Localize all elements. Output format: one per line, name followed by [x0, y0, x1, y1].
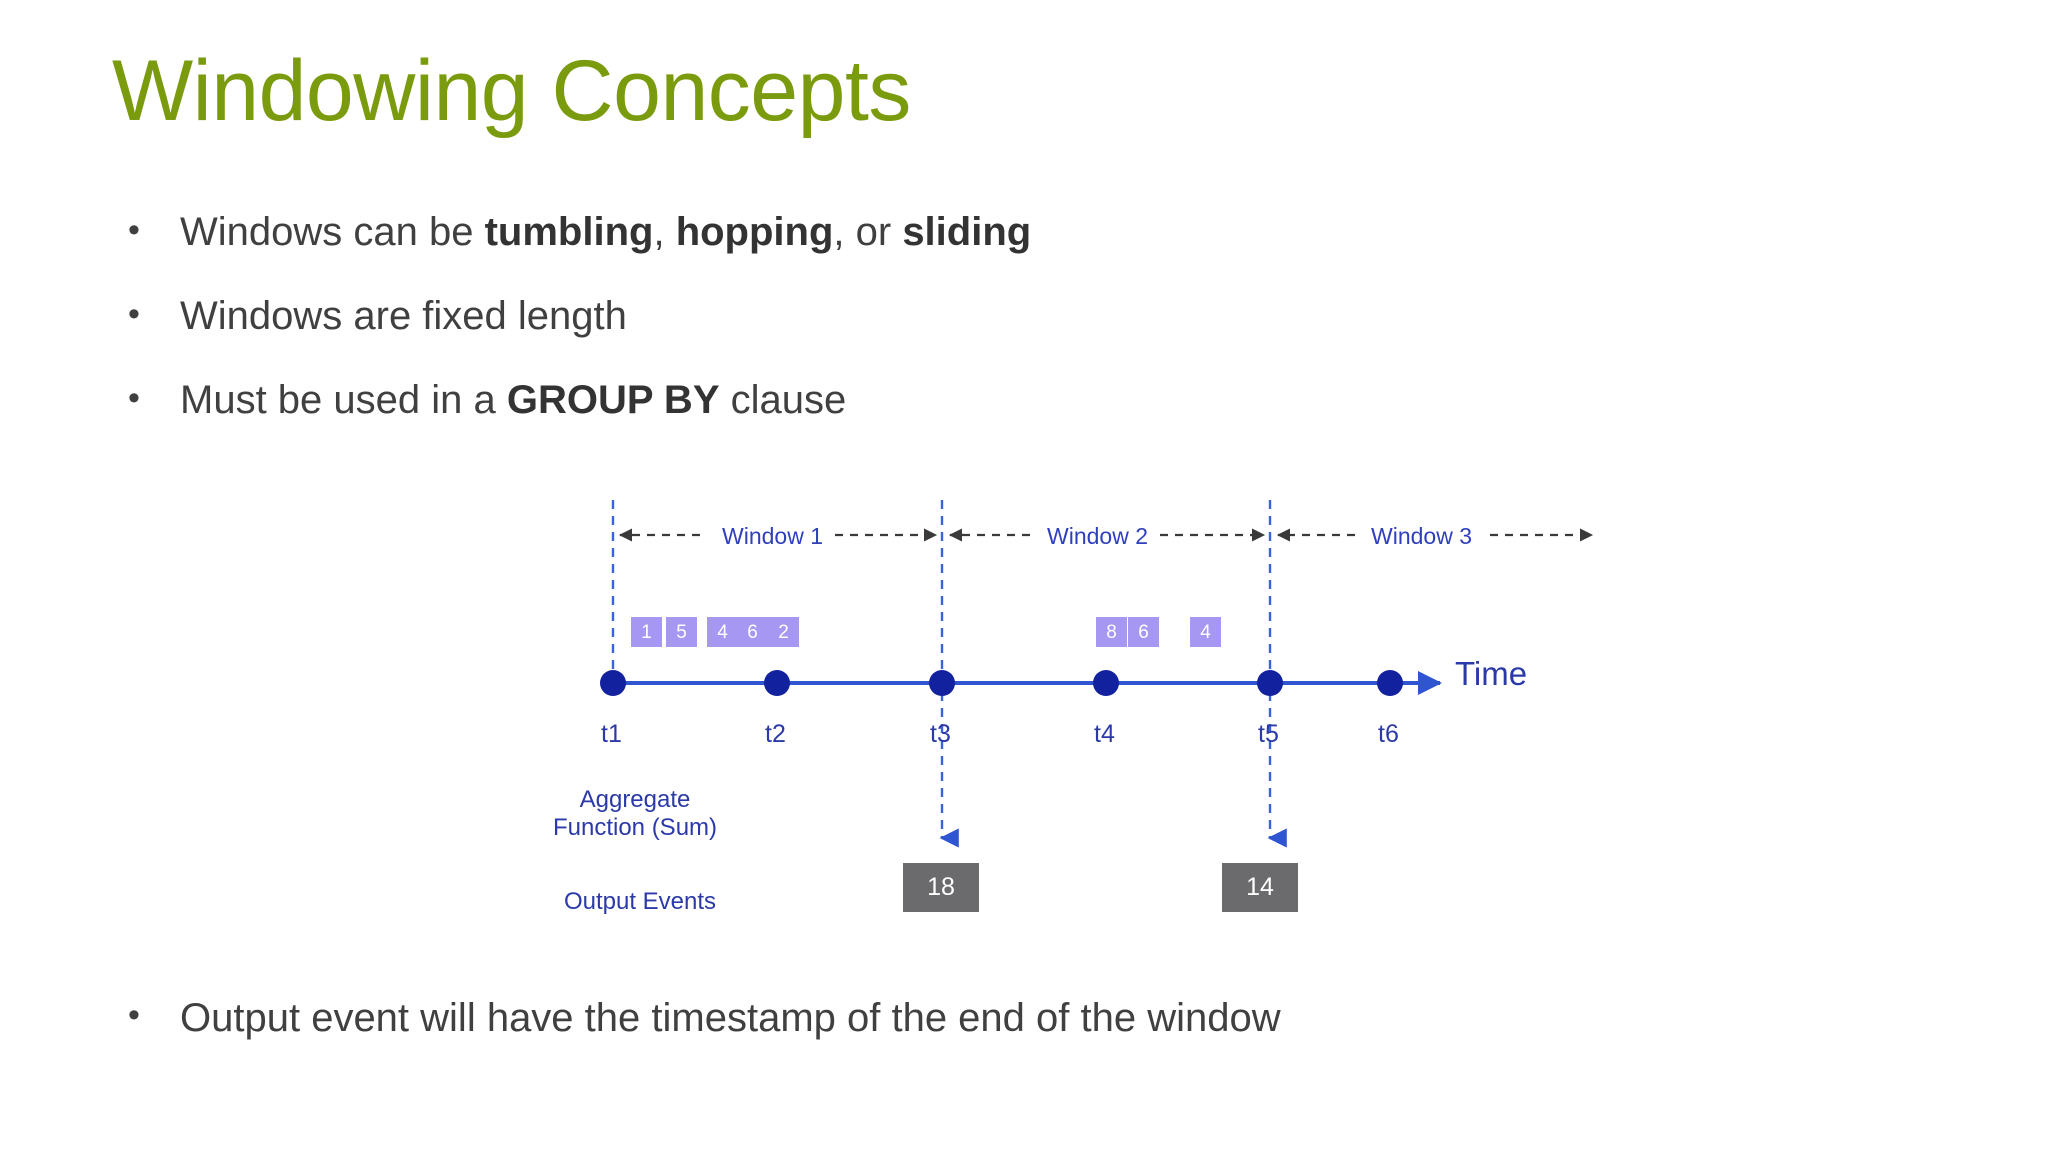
bullet-text-2-2: clause — [719, 378, 847, 422]
time-tick-t5: t5 — [1258, 720, 1279, 748]
output-event-box: 18 — [903, 863, 979, 912]
timeline-dot-t4 — [1093, 670, 1119, 696]
bullet-fixed-length: • Windows are fixed length — [112, 294, 1812, 338]
bullet-marker-icon: • — [128, 379, 140, 417]
input-event-box: 2 — [768, 617, 799, 647]
aggregate-label-line-2: Function (Sum) — [552, 814, 718, 842]
time-tick-t6: t6 — [1378, 720, 1399, 748]
input-event-box: 6 — [737, 617, 768, 647]
time-axis-label: Time — [1455, 655, 1528, 692]
window-3-label: Window 3 — [1371, 523, 1472, 549]
bullet-text-0-4: , or — [833, 210, 903, 254]
output-event-box: 14 — [1222, 863, 1298, 912]
bullet-marker-icon: • — [128, 996, 140, 1034]
time-tick-t3: t3 — [930, 720, 951, 748]
timeline-dot-t1 — [600, 670, 626, 696]
bullet-windows-types: • Windows can be tumbling, hopping, or s… — [112, 210, 1812, 254]
input-event-box: 6 — [1128, 617, 1159, 647]
input-event-box: 4 — [707, 617, 738, 647]
bullet-output-timestamp: • Output event will have the timestamp o… — [112, 998, 1281, 1038]
bullet-text-2-1: GROUP BY — [506, 378, 720, 422]
window-2-label: Window 2 — [1047, 523, 1148, 549]
bullet-text-0-2: , — [653, 210, 676, 254]
bullet-marker-icon: • — [128, 295, 140, 333]
bullet-bottom-text: Output event will have the timestamp of … — [180, 996, 1281, 1040]
bullet-text-0-3: hopping — [675, 210, 834, 254]
time-tick-t4: t4 — [1094, 720, 1115, 748]
bullet-text-0-5: sliding — [902, 210, 1032, 254]
timeline-dot-t6 — [1377, 670, 1403, 696]
time-tick-t1: t1 — [601, 720, 622, 748]
timeline-dot-t2 — [764, 670, 790, 696]
input-event-box: 1 — [631, 617, 662, 647]
input-event-box: 5 — [666, 617, 697, 647]
window-1-label: Window 1 — [722, 523, 823, 549]
input-event-box: 8 — [1096, 617, 1127, 647]
bullet-marker-icon: • — [128, 211, 140, 249]
bullet-text-0-1: tumbling — [484, 210, 654, 254]
page-title: Windowing Concepts — [112, 43, 911, 139]
bullet-list: • Windows can be tumbling, hopping, or s… — [112, 210, 1812, 464]
bullet-text-0-0: Windows can be — [180, 210, 485, 254]
time-tick-t2: t2 — [765, 720, 786, 748]
timeline-dot-t3 — [929, 670, 955, 696]
timeline-dot-t5 — [1257, 670, 1283, 696]
aggregate-function-label: Aggregate Function (Sum) — [520, 786, 750, 843]
aggregate-label-line-1: Aggregate — [579, 786, 691, 813]
output-events-label: Output Events — [563, 888, 717, 915]
bullet-group-by: • Must be used in a GROUP BY clause — [112, 378, 1812, 422]
bullet-text-1-0: Windows are fixed length — [180, 294, 627, 338]
bullet-text-2-0: Must be used in a — [180, 378, 507, 422]
input-event-box: 4 — [1190, 617, 1221, 647]
